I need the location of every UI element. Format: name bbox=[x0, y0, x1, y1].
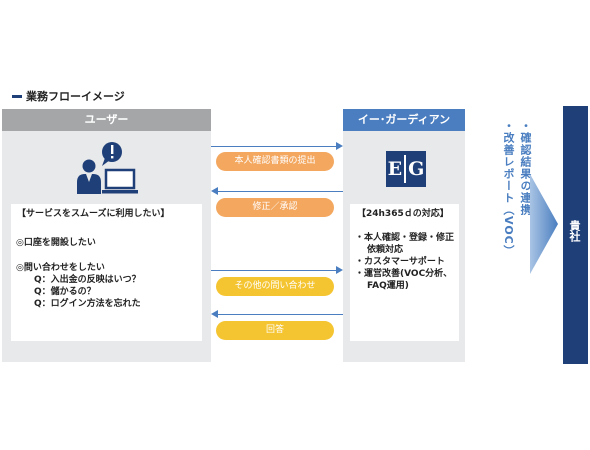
flow-id-submission-pill: 本人確認書類の提出 bbox=[216, 152, 334, 171]
flow-correction-pill: 修正／承認 bbox=[216, 198, 334, 217]
flow3-arrow-head bbox=[336, 266, 343, 274]
eg-logo: E G bbox=[386, 151, 426, 187]
user-question-3: Q：ログイン方法を忘れた bbox=[34, 299, 141, 309]
flow1-arrow-line bbox=[211, 146, 336, 147]
report-line-2: ・改善レポート（VOC） bbox=[502, 120, 515, 257]
eg-logo-right: G bbox=[408, 158, 425, 180]
user-card bbox=[11, 204, 202, 341]
eg-item-support: ・カスタマーサポート bbox=[355, 257, 445, 267]
eg-item-improve-line1: ・運営改善(VOC分析、 bbox=[355, 269, 453, 279]
flow4-arrow-line bbox=[218, 314, 343, 315]
flow-other-inquiry-pill: その他の問い合わせ bbox=[216, 277, 334, 296]
eg-item-identity-line1: ・本人確認・登録・修正 bbox=[355, 233, 455, 243]
company-label: 貴社 bbox=[568, 220, 581, 242]
user-header: ユーザー bbox=[2, 109, 211, 131]
heading-bar bbox=[12, 94, 22, 98]
user-at-computer-icon bbox=[77, 142, 138, 194]
user-bullet-inquiry: ◎問い合わせをしたい bbox=[16, 263, 105, 273]
user-bullet-open-account: ◎口座を開設したい bbox=[16, 238, 96, 248]
flow3-arrow-line bbox=[211, 270, 336, 271]
user-card-title: 【サービスをスムーズに利用したい】 bbox=[17, 209, 170, 219]
eg-logo-left: E bbox=[387, 158, 403, 180]
section-heading: 業務フローイメージ bbox=[12, 88, 125, 104]
eg-header: イー･ガーディアン bbox=[343, 109, 465, 131]
flow2-arrow-line bbox=[218, 191, 343, 192]
heading-text: 業務フローイメージ bbox=[26, 90, 125, 103]
user-question-1: Q：入出金の反映はいつ？ bbox=[34, 275, 141, 285]
report-line-1: ・確認結果の連携 bbox=[519, 120, 532, 216]
flow1-arrow-head bbox=[336, 142, 343, 150]
eg-card-title: 【24h365ｄの対応】 bbox=[357, 209, 449, 219]
eg-item-improve-line2: FAQ運用) bbox=[367, 281, 409, 291]
flow2-arrow-head bbox=[211, 187, 218, 195]
company-bar bbox=[563, 106, 588, 364]
eg-item-identity-line2: 依頼対応 bbox=[367, 245, 404, 255]
report-flow-arrow bbox=[530, 174, 558, 274]
flow-answer-pill: 回答 bbox=[216, 321, 334, 340]
eg-card bbox=[350, 204, 459, 341]
user-question-2: Q：儲かるの？ bbox=[34, 287, 96, 297]
flow4-arrow-head bbox=[211, 310, 218, 318]
eg-logo-divider bbox=[404, 155, 407, 183]
